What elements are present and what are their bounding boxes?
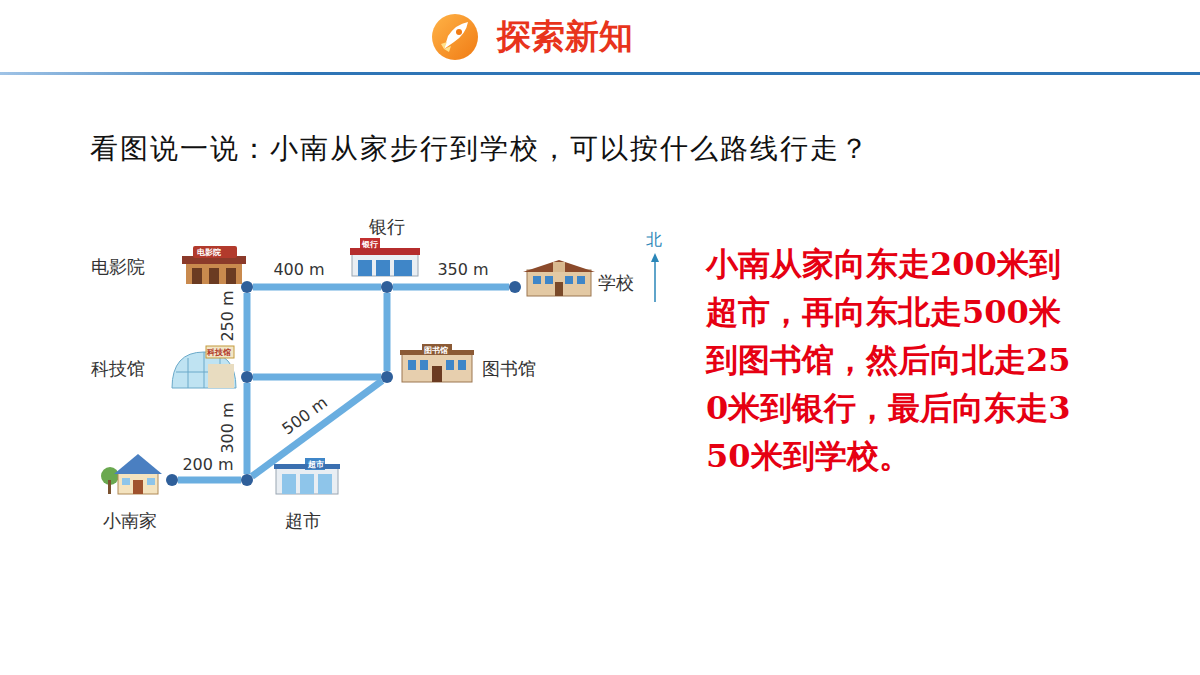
- place-name: 超市: [285, 509, 321, 533]
- place-name: 银行: [369, 215, 405, 239]
- school-building: [523, 260, 595, 296]
- cinema-building: [182, 246, 246, 284]
- junction-dot: 小南家: [166, 474, 178, 486]
- junction-dot: 学校: [509, 281, 521, 293]
- road: [244, 383, 251, 474]
- sign-text: 超市: [308, 459, 324, 470]
- road: [384, 293, 391, 371]
- sign-text: 图书馆: [424, 345, 448, 356]
- north-label: 北: [646, 230, 662, 251]
- section-header: 探索新知: [497, 14, 633, 60]
- distance-label: 350 m: [435, 261, 490, 279]
- tech-museum-building: [172, 346, 236, 388]
- sign-text: 电影院: [197, 247, 221, 258]
- rocket-icon: [432, 14, 478, 60]
- junction-dot: 科技馆: [241, 371, 253, 383]
- junction-dot: 超市: [241, 474, 253, 486]
- bank-building: [350, 238, 420, 276]
- road: [252, 381, 382, 477]
- place-name: 科技馆: [91, 357, 145, 381]
- supermarket-building: [274, 458, 340, 494]
- answer-text: 小南从家向东走200米到超市，再向东北走500米到图书馆，然后向北走250米到银…: [706, 240, 1081, 480]
- north-arrow: [651, 253, 659, 302]
- distance-label: 250 m: [219, 288, 237, 343]
- place-name: 小南家: [103, 509, 157, 533]
- distance-label: 300 m: [219, 400, 237, 455]
- sign-text: 银行: [362, 239, 378, 250]
- road: [253, 284, 381, 291]
- road: [178, 477, 241, 484]
- distance-label: 200 m: [180, 456, 235, 474]
- place-name: 电影院: [91, 255, 145, 279]
- sign-text: 科技馆: [207, 347, 231, 358]
- distance-label: 500 m: [277, 392, 332, 439]
- road: [244, 293, 251, 371]
- home-building: [101, 454, 162, 494]
- junction-dot: 图书馆: [381, 371, 393, 383]
- distance-label: 400 m: [271, 261, 326, 279]
- road: [253, 374, 381, 381]
- library-building: [400, 344, 474, 382]
- junction-dot: 银行: [381, 281, 393, 293]
- header-rule: [0, 72, 1200, 75]
- road: [393, 284, 509, 291]
- place-name: 学校: [598, 271, 634, 295]
- question-title: 看图说一说：小南从家步行到学校，可以按什么路线行走？: [90, 130, 870, 168]
- junction-dot: 电影院: [241, 281, 253, 293]
- place-name: 图书馆: [482, 357, 536, 381]
